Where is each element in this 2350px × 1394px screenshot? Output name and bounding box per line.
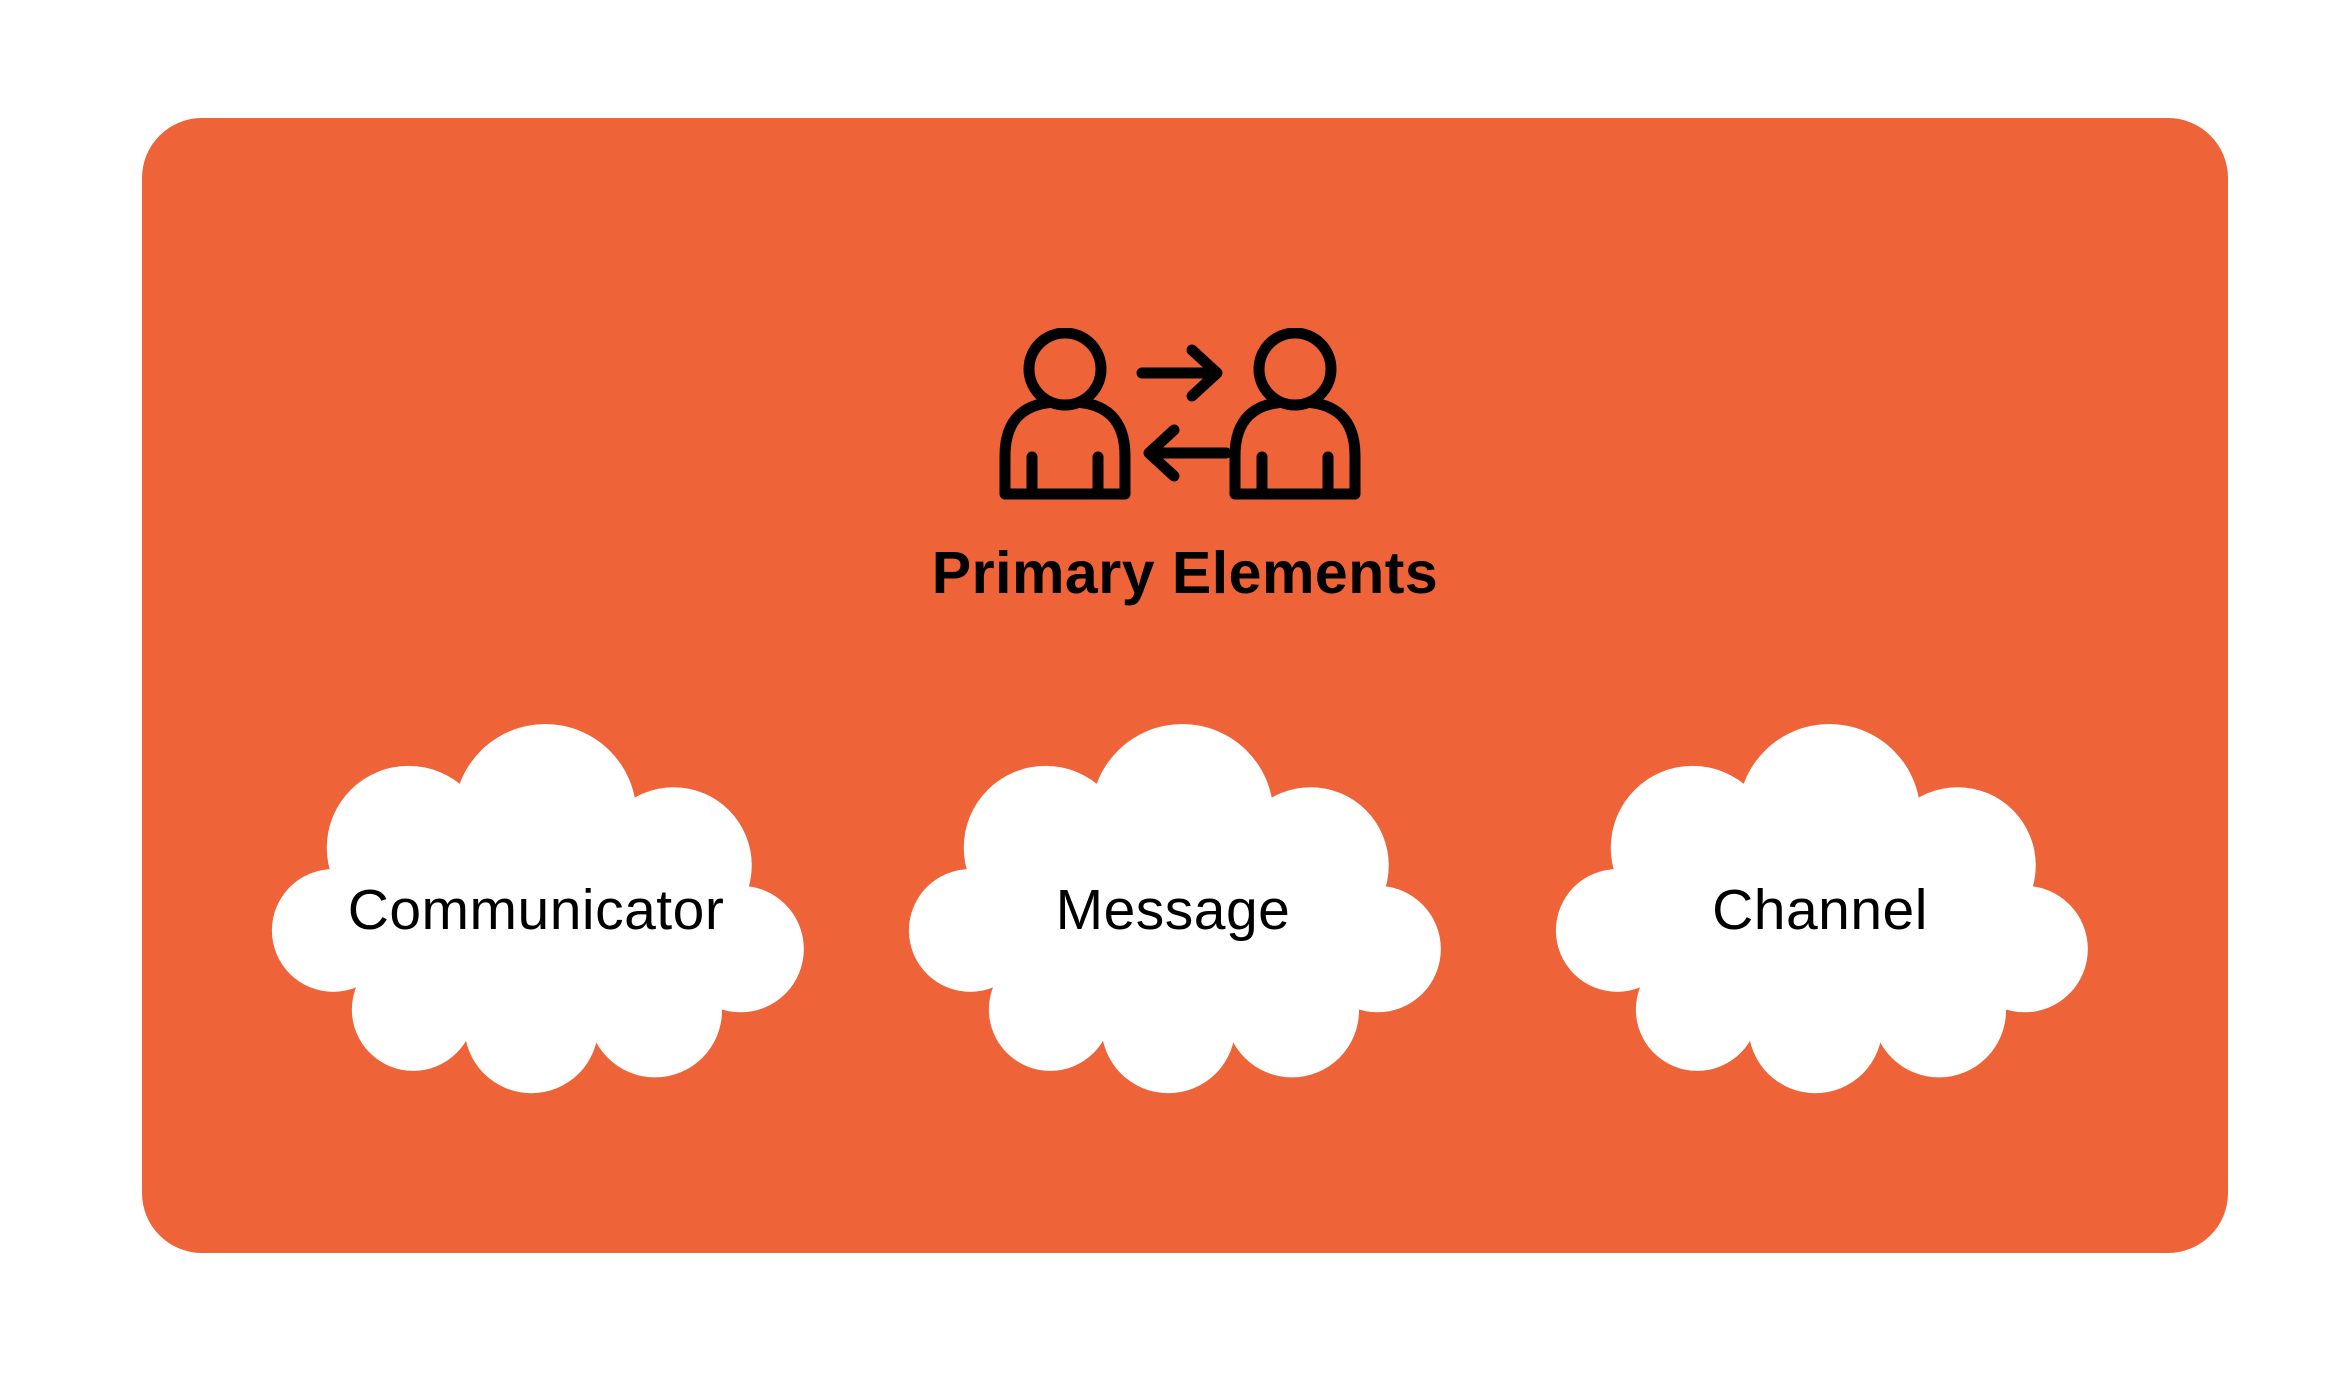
cloud-label-channel: Channel bbox=[1712, 878, 1928, 942]
two-people-exchange-icon bbox=[999, 328, 1361, 500]
cloud-communicator: Communicator bbox=[253, 724, 819, 1096]
primary-elements-card: Primary Elements Communicator Message Ch… bbox=[142, 118, 2228, 1253]
cloud-label-message: Message bbox=[1055, 878, 1291, 942]
cloud-label-communicator: Communicator bbox=[347, 878, 725, 942]
cloud-message: Message bbox=[890, 724, 1456, 1096]
cloud-channel: Channel bbox=[1537, 724, 2103, 1096]
card-title: Primary Elements bbox=[931, 540, 1439, 606]
